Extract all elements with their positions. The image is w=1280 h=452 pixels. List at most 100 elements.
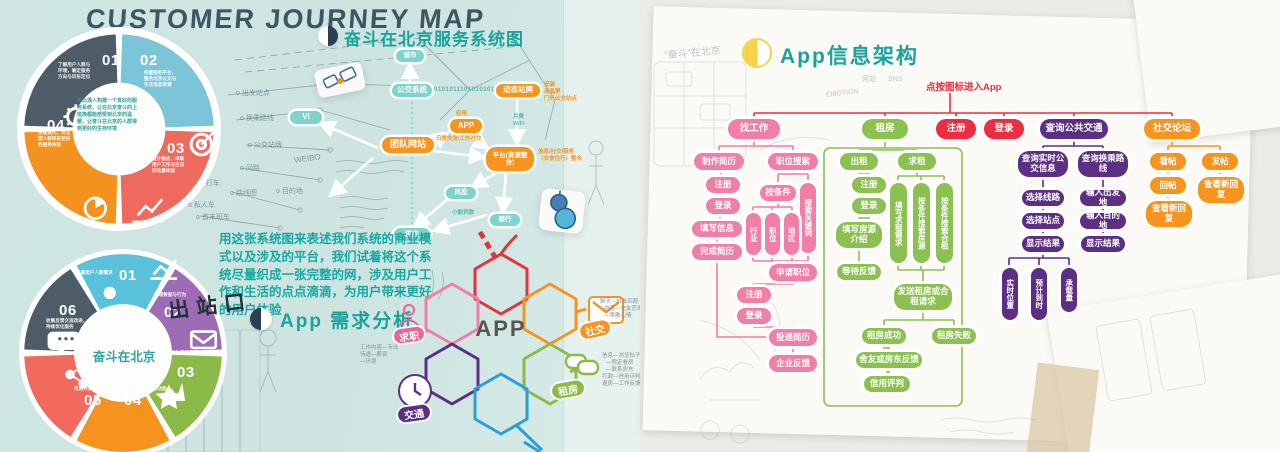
wheel2-num-02: 02 bbox=[164, 304, 182, 321]
svc-node-supply: 供应 bbox=[394, 228, 430, 241]
flow-node-transit-query: 查询公共交通 bbox=[1040, 119, 1108, 139]
svc-node-team-site: 团队网站 bbox=[382, 137, 434, 153]
social-note: —零散心情 bbox=[604, 313, 632, 319]
rent-chat-icon bbox=[564, 352, 600, 380]
flow-node-view-new-replies: 查看新回复 bbox=[1146, 201, 1192, 227]
svc-node-dynamic-sign: 动态站牌 bbox=[496, 84, 540, 97]
flow-node-login: 登录 bbox=[737, 308, 771, 324]
journey-wheel-bottom bbox=[19, 249, 227, 452]
svc-hub-note: 信息/社交/服务 bbox=[538, 149, 575, 155]
flow-node-input-destination: 输入目的地 bbox=[1080, 210, 1126, 230]
wheel2-num-05: 05 bbox=[84, 392, 102, 409]
social-note: 聊天—好友匹配 bbox=[600, 299, 639, 305]
job-note: 待遇—薪资 bbox=[360, 352, 388, 358]
flow-node-keyword: 搜索关键词 bbox=[800, 183, 816, 253]
svc-wifi-note: 月费 bbox=[513, 114, 525, 120]
needs-center-app: APP bbox=[475, 316, 527, 341]
sketch-label: o 首末班车 bbox=[196, 214, 230, 221]
rent-note: 打款—信用评判 bbox=[602, 374, 641, 380]
flow-node-new-post: 发帖 bbox=[1202, 153, 1238, 170]
sketch-label: o 打车 bbox=[200, 180, 220, 187]
satellite-doodle bbox=[322, 66, 357, 89]
system-description: 用这张系统图来表述我们系统的商业模式以及涉及的平台，我们试着将这个系统尽量织成一… bbox=[219, 232, 432, 317]
flow-node-capacity: 承载量 bbox=[1061, 268, 1077, 312]
flow-node-fill-house-info: 填写房源介绍 bbox=[836, 222, 882, 248]
wheel2-seg-text: 收集反馈交流改进，持续优化服务 bbox=[46, 318, 88, 330]
svc-hub-note: （衣食住行）整合 bbox=[538, 156, 583, 162]
flow-node-rent-success: 租房成功 bbox=[862, 328, 906, 344]
binary-string: 0101011101010101010101 bbox=[434, 87, 518, 93]
flow-node-rent-fail: 租房失败 bbox=[932, 328, 976, 344]
flow-node-login: 登录 bbox=[852, 198, 886, 214]
wheel1-num-03: 03 bbox=[167, 140, 185, 157]
right-pencil-sketch bbox=[653, 61, 1207, 444]
flow-node-credit-judge: 信用评判 bbox=[864, 376, 910, 392]
flow-node-choose-stop: 选择站点 bbox=[1022, 213, 1064, 229]
svc-node-app: APP bbox=[450, 119, 482, 133]
svc-wifi-note: WiFi bbox=[513, 121, 525, 127]
flow-node-industry: 行业 bbox=[746, 213, 761, 255]
flow-node-send-resume: 投递简历 bbox=[769, 329, 817, 346]
flow-node-apply-job: 申请职位 bbox=[769, 264, 817, 281]
needs-analysis-title: App 需求分析 bbox=[280, 311, 415, 332]
flow-node-choose-line: 选择线路 bbox=[1022, 190, 1064, 206]
sketch-label: o 换乘路线 bbox=[240, 115, 274, 122]
wheel1-center-text: 为北漂人构建一个良好的服务系统，让在北京奋斗的上班族都能感受到北京的温暖，让奋斗… bbox=[77, 98, 138, 132]
flow-node-live-position: 实时位置 bbox=[1002, 268, 1018, 320]
flow-node-transfer-route: 查询换乘路线 bbox=[1078, 151, 1128, 177]
half-circle-icon bbox=[318, 26, 338, 46]
wheel2-seg-text: 了解用户人群需求 bbox=[76, 270, 113, 275]
flow-node-reply: 回帖 bbox=[1150, 177, 1186, 194]
right-poster: “奋斗”在北京 网站 SNS EMOTION App信息架构 点按图标进入App bbox=[640, 0, 1280, 452]
flow-node-fill-info: 填写信息 bbox=[692, 221, 742, 237]
wheel1-num-02: 02 bbox=[140, 52, 158, 69]
sketch-label: o 目的地 bbox=[276, 188, 303, 195]
sketch-label: o 私人车 bbox=[188, 202, 215, 209]
wheel1-seg-text: 了解用户人群与环境，确定服务方向与目标定位 bbox=[58, 62, 91, 80]
wheel1-seg-text: 持续迭代，为北漂人群带来更好的服务体验 bbox=[38, 130, 71, 148]
service-map-title: 奋斗在北京服务系统图 bbox=[344, 30, 524, 49]
half-circle-icon bbox=[250, 308, 272, 330]
flow-node-show-result: 显示结果 bbox=[1081, 236, 1125, 252]
svc-sign-note: 门外公交站点 bbox=[544, 96, 578, 102]
flow-node-seek-demand: 填写求租需求 bbox=[890, 183, 907, 263]
flow-node-view-post: 看帖 bbox=[1150, 153, 1186, 170]
wheel1-seg-text: 构建服务平台，整合北京公交与生活信息资源 bbox=[144, 70, 177, 88]
ia-connectors bbox=[716, 93, 1221, 407]
sketch-label: o 问路 bbox=[240, 165, 260, 172]
wheel2-seg-text: 推送生活信息服务 bbox=[166, 350, 199, 362]
flow-node-send-request: 发送租房或合租请求 bbox=[894, 284, 952, 310]
rent-note: 信息—浏览帖子 bbox=[602, 353, 641, 359]
flow-node-by-condition: 按条件 bbox=[760, 185, 796, 201]
satellite-sticker bbox=[313, 61, 367, 99]
wheel2-seg-text: 打造重点核心功能 bbox=[130, 386, 167, 391]
flow-node-reg: 注册 bbox=[852, 177, 886, 193]
social-note: 内容—交友恋爱 bbox=[604, 306, 643, 312]
flow-node-reg: 注册 bbox=[706, 177, 740, 193]
wheel2-center-label: 奋斗在北京 bbox=[92, 350, 156, 364]
ia-title: App信息架构 bbox=[780, 45, 919, 68]
svc-loan-note: 小额贷款 bbox=[452, 210, 475, 216]
wheel1-num-01: 01 bbox=[102, 52, 120, 69]
wheel2-num-03: 03 bbox=[177, 364, 195, 381]
rent-note: —预定看房 bbox=[606, 360, 634, 366]
job-note: —环境 bbox=[360, 359, 377, 365]
flow-node-rent: 租房 bbox=[862, 119, 908, 139]
flow-node-find-job: 找工作 bbox=[728, 119, 780, 139]
flow-node-forum: 社交论坛 bbox=[1144, 119, 1200, 139]
flow-node-job-search: 职位搜索 bbox=[768, 153, 818, 170]
flow-node-eta: 预计到时 bbox=[1031, 268, 1047, 320]
wheel2-seg-text: 梳理数据与行为 bbox=[154, 292, 187, 297]
svc-sign-note: 液晶屏 bbox=[544, 89, 561, 95]
job-person-icon bbox=[398, 304, 420, 327]
wheel2-seg-text: 资源共享互助分享 bbox=[74, 386, 111, 391]
flow-node-search-house: 按条件搜索房源 bbox=[913, 183, 930, 263]
rent-note: —联系房东 bbox=[606, 367, 634, 373]
left-poster: o 出发站点 o 目的地 o 换乘路线 o 公交站牌 o 问路 o 路线图 o … bbox=[0, 0, 643, 452]
wheel2-num-01: 01 bbox=[119, 267, 137, 284]
journey-wheel-top bbox=[17, 27, 221, 231]
wheel2-num-06: 06 bbox=[59, 302, 77, 319]
flow-node-make-resume: 制作简历 bbox=[694, 153, 744, 170]
svc-app-note-below: 日常交友/工作社交 bbox=[436, 136, 482, 142]
